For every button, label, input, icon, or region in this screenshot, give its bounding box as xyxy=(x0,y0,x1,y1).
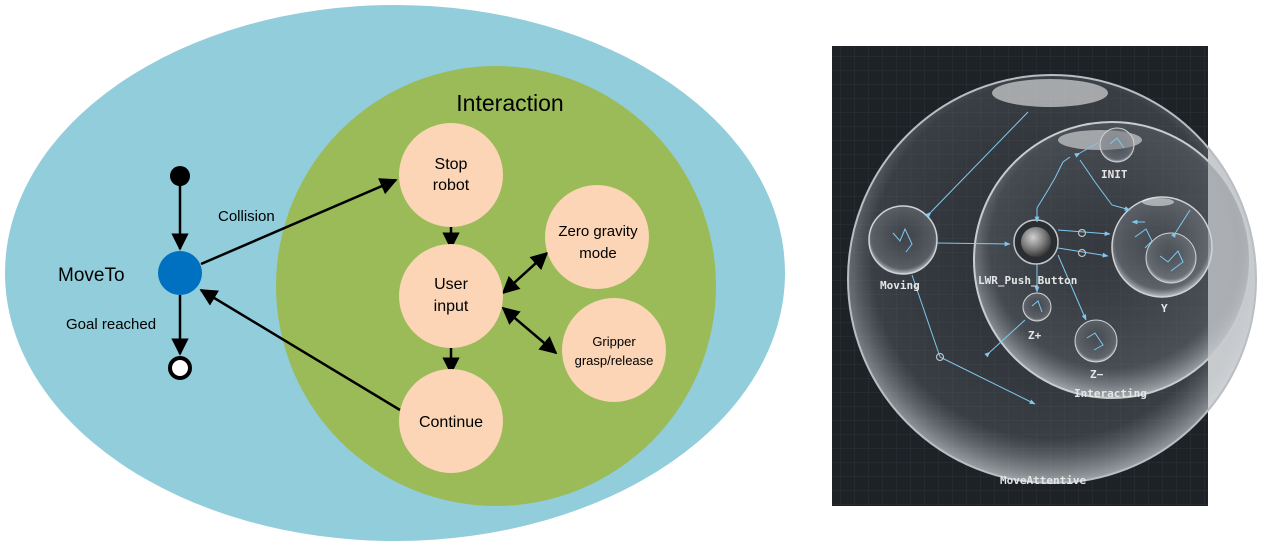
bubble-highlight xyxy=(992,79,1108,107)
lwr-push-button-label: LWR_Push_Button xyxy=(978,274,1077,287)
moving-label: Moving xyxy=(880,279,920,292)
initial-state-dot xyxy=(170,166,190,186)
y-highlight xyxy=(1142,198,1174,206)
gripper-node xyxy=(562,298,666,402)
final-state xyxy=(168,356,192,380)
transition-line xyxy=(1057,247,1109,258)
z-minus-label: Z− xyxy=(1090,368,1104,381)
transition-line xyxy=(939,356,1036,405)
moveto-label: MoveTo xyxy=(58,265,125,286)
init-bubble xyxy=(1099,127,1135,163)
user-input-node xyxy=(399,244,503,348)
z-plus-subgraph xyxy=(1031,300,1043,313)
edge-user-zero-gravity xyxy=(501,251,549,295)
y-label: Y xyxy=(1161,302,1168,315)
y-subgraph xyxy=(1159,250,1184,272)
edge-collision xyxy=(200,178,398,266)
z-minus-subgraph xyxy=(1086,332,1104,351)
moveto-node xyxy=(158,251,202,295)
edge-continue-to-moveto xyxy=(199,288,401,412)
collision-label: Collision xyxy=(218,208,275,225)
move-attentive-label: MoveAttentive xyxy=(1000,474,1086,487)
z-plus-bubble xyxy=(1022,292,1052,322)
transition-line xyxy=(1079,159,1131,211)
z-minus-bubble xyxy=(1074,319,1118,363)
interacting-label: Interacting xyxy=(1074,387,1147,400)
transition-line xyxy=(936,241,1011,247)
init-label: INIT xyxy=(1101,168,1128,181)
transition-line xyxy=(911,274,941,358)
waypoint-dot xyxy=(1077,228,1087,238)
stop-robot-node xyxy=(399,123,503,227)
waypoints xyxy=(935,228,1087,362)
waypoint-dot xyxy=(935,352,945,362)
transition-line xyxy=(1171,209,1191,238)
moving-subgraph xyxy=(892,227,913,253)
transition-line xyxy=(984,319,1026,358)
y-outer-subgraph xyxy=(1134,228,1153,249)
right-state-visualization: INIT Moving LWR_Push_Button Y Z+ Z− Inte… xyxy=(832,46,1257,506)
z-plus-label: Z+ xyxy=(1028,329,1042,342)
interaction-title: Interaction xyxy=(456,90,563,116)
interacting-bubble xyxy=(973,121,1251,399)
transition-line xyxy=(1057,254,1087,321)
moving-bubble xyxy=(868,205,938,275)
continue-node xyxy=(399,369,503,473)
subgraph-glyphs xyxy=(892,137,1184,351)
transition-line xyxy=(1074,142,1099,158)
transition-line xyxy=(1057,229,1111,236)
transition-line xyxy=(1036,156,1071,209)
left-state-machine: Interaction MoveTo Collision Goal reache… xyxy=(5,5,785,541)
goal-reached-label: Goal reached xyxy=(66,316,156,333)
transitions xyxy=(911,111,1191,405)
continue-label: Continue xyxy=(419,414,483,431)
edge-user-gripper xyxy=(501,306,558,355)
transition-line xyxy=(925,111,1029,218)
init-subgraph xyxy=(1109,137,1125,149)
push-button-knob xyxy=(1021,227,1051,257)
waypoint-dot xyxy=(1077,248,1087,258)
zero-gravity-node xyxy=(545,185,649,289)
